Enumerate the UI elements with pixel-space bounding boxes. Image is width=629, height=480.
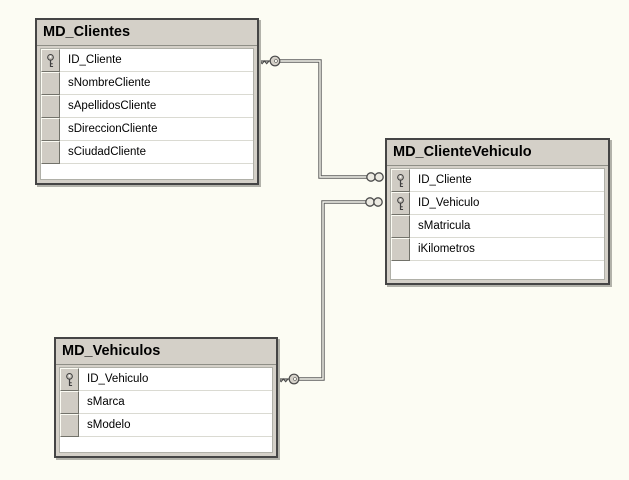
column-name: ID_Vehiculo [79,368,272,391]
column-name: sMarca [79,391,272,414]
primary-key-icon [397,173,404,187]
column-name: ID_Vehiculo [410,192,604,215]
row-selector[interactable] [60,368,79,391]
row-selector[interactable] [41,49,60,72]
column-row[interactable]: sApellidosCliente [41,95,253,118]
table-md-vehiculos[interactable]: MD_Vehiculos ID_Vehiculo [54,337,278,458]
primary-key-icon [66,372,73,386]
table-md-clientevehiculo[interactable]: MD_ClienteVehiculo ID_Cliente [385,138,610,285]
column-name: sNombreCliente [60,72,253,95]
column-row[interactable]: sCiudadCliente [41,141,253,164]
row-selector[interactable] [60,391,79,414]
column-row[interactable]: ID_Cliente [41,49,253,72]
column-name: ID_Cliente [410,169,604,192]
row-selector[interactable] [391,238,410,261]
column-name: sCiudadCliente [60,141,253,164]
row-selector[interactable] [41,118,60,141]
column-grid: ID_Cliente ID_Vehiculo [390,168,605,280]
table-md-clientes[interactable]: MD_Clientes ID_Cliente [35,18,259,185]
many-side-infinity-icon [365,197,383,207]
row-selector[interactable] [60,414,79,437]
column-grid: ID_Vehiculo sMarca sModelo [59,367,273,453]
column-row[interactable]: ID_Vehiculo [391,192,604,215]
row-selector[interactable] [391,169,410,192]
many-side-infinity-icon [366,172,384,182]
row-selector[interactable] [391,192,410,215]
column-row[interactable]: sMatricula [391,215,604,238]
column-grid: ID_Cliente sNombreCliente sApellidosClie… [40,48,254,180]
table-title[interactable]: MD_ClienteVehiculo [387,140,608,166]
column-name: ID_Cliente [60,49,253,72]
table-title[interactable]: MD_Vehiculos [56,339,276,365]
table-body: ID_Cliente ID_Vehiculo [387,166,608,283]
column-name: iKilometros [410,238,604,261]
empty-row-area[interactable] [60,437,272,452]
column-name: sDireccionCliente [60,118,253,141]
column-row[interactable]: sNombreCliente [41,72,253,95]
primary-key-icon [397,196,404,210]
column-name: sMatricula [410,215,604,238]
column-row[interactable]: iKilometros [391,238,604,261]
column-row[interactable]: sDireccionCliente [41,118,253,141]
row-selector[interactable] [41,141,60,164]
table-title[interactable]: MD_Clientes [37,20,257,46]
column-row[interactable]: sMarca [60,391,272,414]
relationship-vehiculos-clientevehiculo[interactable] [278,197,383,385]
one-side-key-icon [259,55,281,67]
table-body: ID_Vehiculo sMarca sModelo [56,365,276,456]
empty-row-area[interactable] [41,164,253,179]
row-selector[interactable] [391,215,410,238]
column-name: sApellidosCliente [60,95,253,118]
row-selector[interactable] [41,95,60,118]
row-selector[interactable] [41,72,60,95]
relationship-clientes-clientevehiculo[interactable] [259,55,384,182]
one-side-key-icon [278,373,300,385]
column-name: sModelo [79,414,272,437]
table-body: ID_Cliente sNombreCliente sApellidosClie… [37,46,257,183]
column-row[interactable]: ID_Cliente [391,169,604,192]
empty-row-area[interactable] [391,261,604,279]
column-row[interactable]: sModelo [60,414,272,437]
column-row[interactable]: ID_Vehiculo [60,368,272,391]
primary-key-icon [47,53,54,67]
